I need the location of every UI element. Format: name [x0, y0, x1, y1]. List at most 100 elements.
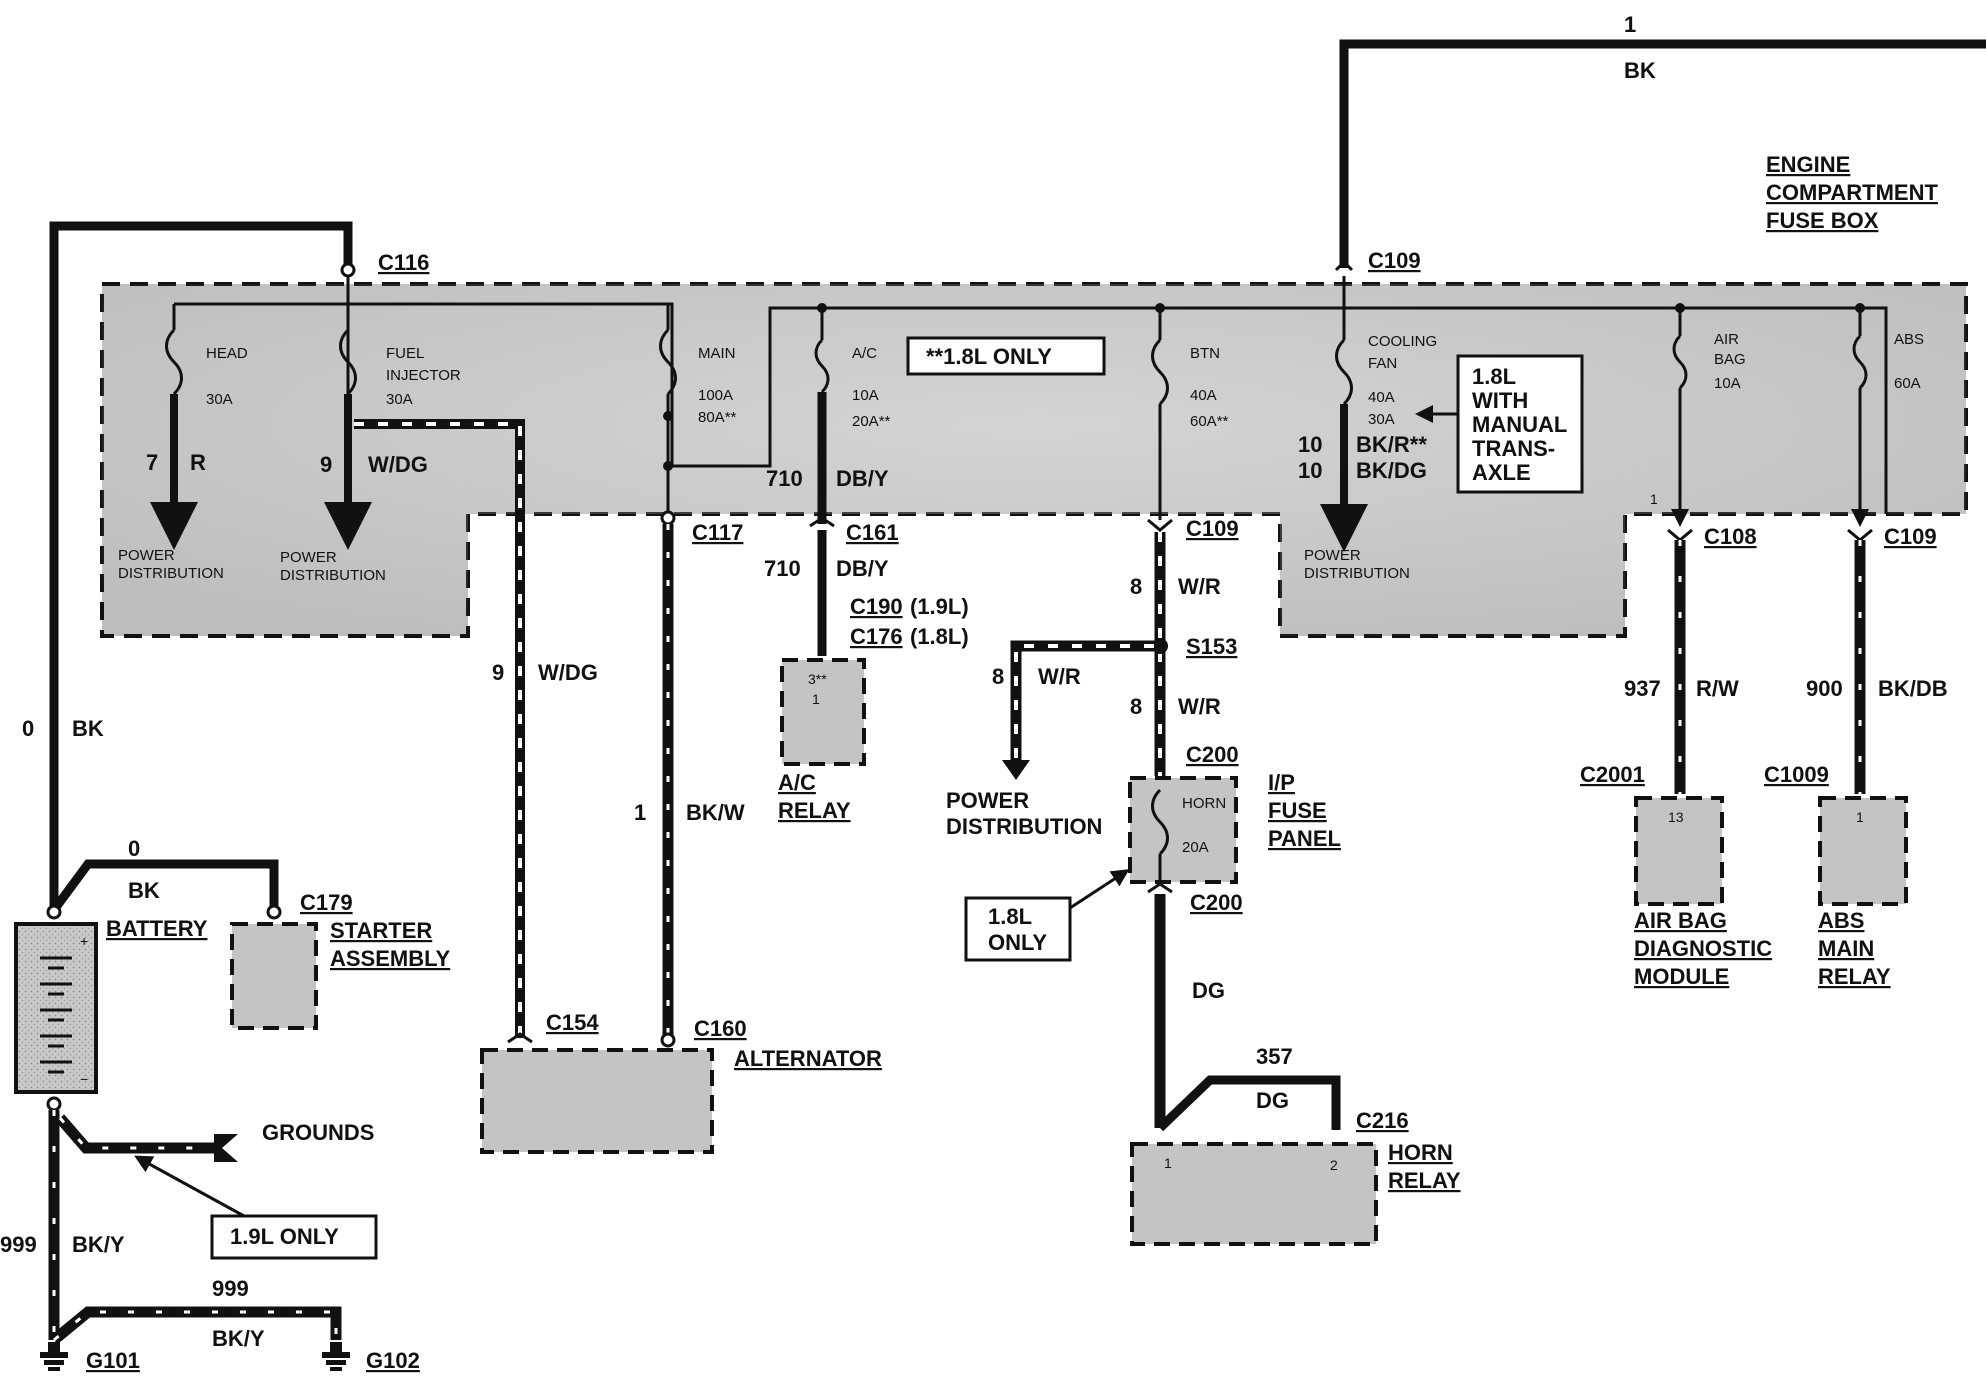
note-manual-transaxle-box — [1456, 354, 1584, 494]
airbag-module-label-l3: MODULE — [1634, 964, 1729, 989]
btn-wire-color: W/R — [1178, 574, 1221, 599]
note-19l-only: 1.9L ONLY — [230, 1224, 339, 1249]
horn-wire-color: DG — [1192, 978, 1225, 1003]
airbag-module-pin: 13 — [1668, 809, 1684, 825]
note-18l-only-ip-l1: 1.8L — [988, 904, 1032, 929]
btn-wire-circuit: 8 — [1130, 574, 1142, 599]
connector-c176: C176 — [850, 624, 903, 649]
fuse-horn-icon — [1151, 788, 1169, 856]
battery-plus-sign: + — [80, 933, 88, 949]
fuse-fuel-injector-icon — [339, 328, 357, 396]
fuse-fan-name-l1: COOLING — [1368, 333, 1437, 350]
fuse-abs-name: ABS — [1894, 331, 1924, 348]
connector-c179: C179 — [300, 890, 353, 915]
connector-c179-pin — [266, 904, 282, 920]
airbag-module-box — [1634, 796, 1724, 906]
fuse-btn-name: BTN — [1190, 345, 1220, 362]
starter-wire-color: BK — [128, 878, 160, 903]
fuse-ac-rating-l2: 20A** — [852, 413, 891, 430]
grounds-label: GROUNDS — [262, 1120, 374, 1145]
fuse-box-title-line1: ENGINE — [1766, 152, 1850, 177]
ground-g102-icon — [322, 1342, 350, 1371]
wire-horn-relay-dg — [1156, 1075, 1341, 1132]
connector-c116-pin — [340, 262, 356, 278]
fuse-airbag-name-l1: AIR — [1714, 331, 1739, 348]
fuse-btn-icon — [1151, 338, 1169, 406]
ground-wire-color: BK/Y — [72, 1232, 125, 1257]
ac-wire-circuit: 710 — [766, 466, 803, 491]
connector-c154: C154 — [546, 1010, 599, 1035]
ac-out-color: DB/Y — [836, 556, 889, 581]
airbag-module-label-l2: DIAGNOSTIC — [1634, 936, 1772, 961]
battery-wire-color: BK — [72, 716, 104, 741]
air-bag-diagnostic-module: 13 AIR BAG DIAGNOSTIC MODULE — [1634, 796, 1772, 989]
fuse-ac-rating-l1: 10A — [852, 387, 879, 404]
note-manual-l1: 1.8L — [1472, 364, 1516, 389]
ground2-wire-circuit: 999 — [212, 1276, 249, 1301]
fuse-main-name: MAIN — [698, 345, 736, 362]
connector-c117: C117 — [692, 520, 743, 545]
connector-s153: S153 — [1186, 634, 1237, 659]
connector-c200-top: C200 — [1186, 742, 1239, 767]
connector-c1009: C1009 — [1764, 762, 1829, 787]
abs-relay-label-l3: RELAY — [1818, 964, 1891, 989]
fuse-box-title-line2: COMPARTMENT — [1766, 180, 1938, 205]
fuse-ac-icon — [814, 338, 830, 394]
fuse-main-junction-a — [663, 411, 673, 421]
note-manual-l4: TRANS- — [1472, 436, 1555, 461]
airbag-wire-color: R/W — [1696, 676, 1739, 701]
connector-c176-note: (1.8L) — [910, 624, 969, 649]
top-wire-color: BK — [1624, 58, 1656, 83]
fan-wire-color-1: BK/R** — [1356, 432, 1427, 457]
ground-wire-circuit: 999 — [0, 1232, 37, 1257]
head-power-distribution-l2: DISTRIBUTION — [118, 565, 224, 582]
note-18l-only-ip-arrow — [1069, 869, 1130, 910]
fuse-box-title-line3: FUSE BOX — [1766, 208, 1879, 233]
ip-fuse-label-l1: I/P — [1268, 770, 1295, 795]
horn-relay-wire-color: DG — [1256, 1088, 1289, 1113]
top-wire-circuit: 1 — [1624, 12, 1636, 37]
abs-main-relay: 1 ABS MAIN RELAY — [1818, 796, 1908, 989]
fuse-main-rating-l1: 100A — [698, 387, 733, 404]
connector-c109-btn-mark — [1147, 518, 1173, 532]
fuse-abs: ABS 60A — [1851, 303, 1924, 527]
horn-relay-label-l2: RELAY — [1388, 1168, 1461, 1193]
fuse-fuel-name-l2: INJECTOR — [386, 367, 461, 384]
fuse-air-bag: AIR BAG 10A 1 — [1650, 303, 1746, 527]
connector-c109-top: C109 — [1368, 248, 1421, 273]
connector-g102: G102 — [366, 1348, 420, 1373]
alternator-box — [480, 1048, 714, 1154]
head-power-distribution-l1: POWER — [118, 547, 175, 564]
power-distribution-label-l1: POWER — [946, 788, 1029, 813]
fuse-fan-name-l2: FAN — [1368, 355, 1397, 372]
horn-relay-pin-1: 1 — [1164, 1155, 1172, 1171]
fuel-wire-color: W/DG — [368, 452, 428, 477]
wire-ground2-stripe — [53, 1310, 338, 1342]
fuel-wire-circuit: 9 — [320, 452, 332, 477]
fuse-ac-name: A/C — [852, 345, 877, 362]
fuel-power-distribution-l1: POWER — [280, 549, 337, 566]
wire-grounds-branch — [55, 1114, 214, 1154]
connector-c109-abs-mark — [1847, 528, 1873, 542]
note-18l-only-ip-l2: ONLY — [988, 930, 1047, 955]
head-wire-circuit: 7 — [146, 450, 158, 475]
ground2-wire-color: BK/Y — [212, 1326, 265, 1351]
battery-minus-sign: − — [80, 1071, 88, 1087]
starter-label-l1: STARTER — [330, 918, 432, 943]
fuse-fuel-name-l1: FUEL — [386, 345, 424, 362]
abs-wire-color: BK/DB — [1878, 676, 1948, 701]
fan-wire-circuit-1: 10 — [1298, 432, 1322, 457]
ip-fuse-label-l3: PANEL — [1268, 826, 1341, 851]
battery-wire-circuit: 0 — [22, 716, 34, 741]
fan-wire-color-2: BK/DG — [1356, 458, 1427, 483]
abs-relay-label-l1: ABS — [1818, 908, 1864, 933]
connector-c161: C161 — [846, 520, 899, 545]
fuse-fan-rating-l1: 40A — [1368, 389, 1395, 406]
connector-c109-btn: C109 — [1186, 516, 1239, 541]
horn-relay-box — [1130, 1142, 1378, 1246]
starter-assembly: STARTER ASSEMBLY — [230, 918, 451, 1030]
connector-c200-bottom-mark — [1147, 882, 1173, 894]
fan-power-distribution-l1: POWER — [1304, 547, 1361, 564]
fuse-fuel-rating: 30A — [386, 391, 413, 408]
battery-positive-terminal — [46, 904, 62, 920]
